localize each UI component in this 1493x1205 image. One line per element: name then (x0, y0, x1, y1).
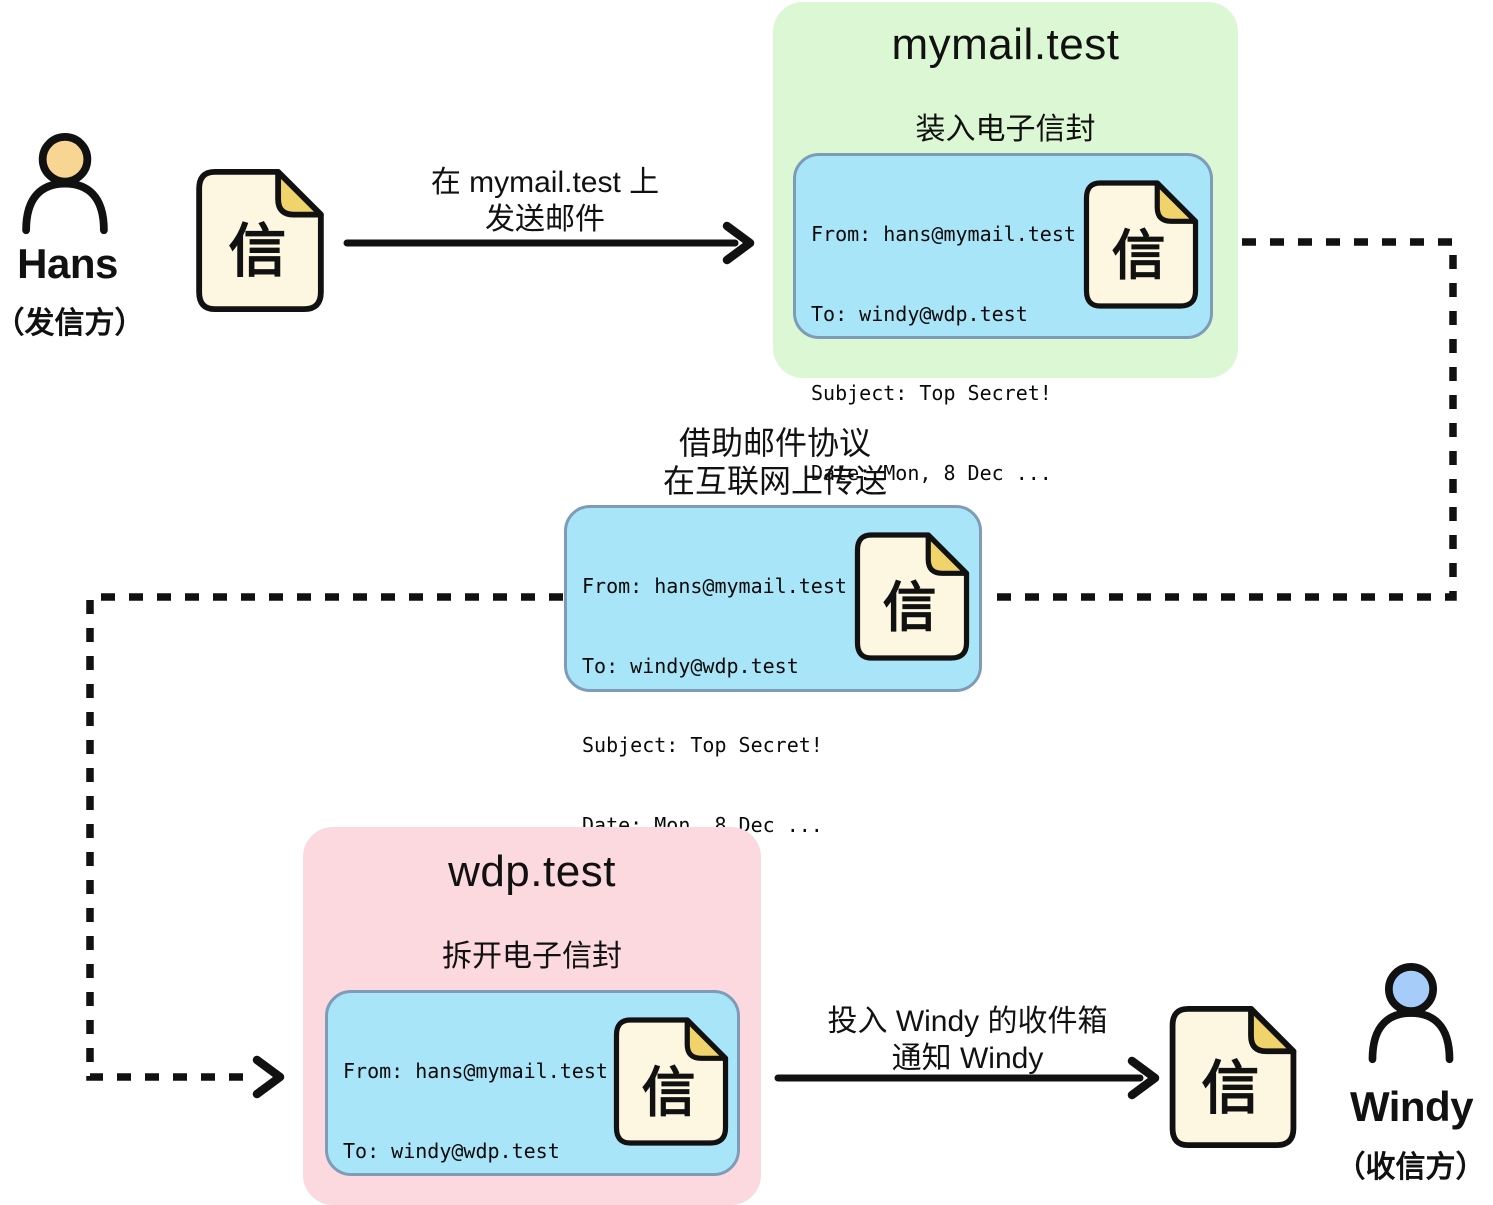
letter-fold (1248, 1005, 1297, 1055)
email-headers: From: hans@mymail.test To: windy@wdp.tes… (582, 520, 847, 891)
send-label-line1: 在 mymail.test 上 (430, 166, 660, 199)
sender-person-icon (15, 133, 115, 238)
envelope-card-receiver-server: From: hans@mymail.test To: windy@wdp.tes… (325, 990, 740, 1176)
letter-glyph: 信 (882, 577, 937, 638)
email-header-from: From: hans@mymail.test (811, 222, 1076, 246)
transfer-label-line1: 借助邮件协议 (678, 425, 871, 461)
transfer-label: 借助邮件协议 在互联网上传送 (575, 424, 975, 500)
send-label-line2: 发送邮件 (485, 203, 605, 236)
sender-role: （发信方） (0, 307, 145, 340)
envelope-card-internet: From: hans@mymail.test To: windy@wdp.tes… (564, 505, 982, 837)
letter-glyph: 信 (228, 219, 287, 285)
letter-glyph: 信 (1111, 225, 1166, 286)
person-body (22, 179, 108, 235)
transfer-label-line2: 在互联网上传送 (662, 463, 887, 499)
email-header-to: To: windy@wdp.test (343, 1138, 560, 1163)
send-arrow-label: 在 mymail.test 上 发送邮件 (350, 164, 740, 238)
person-body (1368, 1009, 1454, 1064)
sender-server-title: mymail.test (891, 20, 1120, 69)
receiver-person-icon (1362, 963, 1460, 1067)
transfer-arrow-head-icon (252, 1055, 285, 1099)
email-header-subject: Subject: Top Secret! (811, 381, 1052, 405)
email-header-date: Date: Mon, 8 Dec ... (811, 460, 1052, 485)
letter-icon-receiver: 信 (1167, 1005, 1299, 1149)
receiver-name: Windy (1349, 1083, 1474, 1130)
person-head (1385, 963, 1437, 1015)
letter-glyph: 信 (1201, 1055, 1260, 1121)
letter-fold (684, 1017, 729, 1061)
email-headers: From: hans@mymail.test To: windy@wdp.tes… (811, 168, 1076, 539)
receiver-server-title: wdp.test (448, 847, 616, 896)
email-header-to: To: windy@wdp.test (811, 301, 1028, 326)
send-arrow-head-icon (722, 221, 755, 265)
letter-icon-in-envelope: 信 (1083, 172, 1199, 317)
letter-fold (925, 532, 970, 576)
deliver-arrow-head-icon (1127, 1056, 1160, 1100)
receiver-server-box: wdp.test 拆开电子信封 From: hans@mymail.test T… (303, 827, 761, 1205)
email-header-to: To: windy@wdp.test (582, 653, 799, 678)
sender-name: Hans (17, 240, 118, 287)
sender-server-subtitle: 装入电子信封 (915, 113, 1096, 146)
envelope-card-sender-server: From: hans@mymail.test To: windy@wdp.tes… (793, 153, 1213, 485)
receiver-role: （收信方） (1335, 1151, 1486, 1184)
deliver-arrow-label: 投入 Windy 的收件箱 通知 Windy (770, 1003, 1165, 1077)
receiver-server-subtitle: 拆开电子信封 (442, 940, 622, 973)
letter-fold (275, 168, 324, 218)
deliver-label-line1: 投入 Windy 的收件箱 (827, 1005, 1108, 1038)
email-header-from: From: hans@mymail.test (582, 574, 847, 598)
deliver-label-line2: 通知 Windy (891, 1042, 1044, 1075)
email-header-from: From: hans@mymail.test (343, 1059, 608, 1083)
letter-fold (1154, 180, 1199, 224)
letter-icon-sender: 信 (195, 168, 325, 313)
sender-server-box: mymail.test 装入电子信封 From: hans@mymail.tes… (773, 2, 1238, 485)
email-headers: From: hans@mymail.test To: windy@wdp.tes… (343, 1005, 608, 1205)
letter-glyph: 信 (641, 1062, 696, 1123)
letter-icon-in-envelope: 信 (613, 1009, 729, 1154)
letter-icon-in-envelope: 信 (854, 524, 970, 669)
email-header-subject: Subject: Top Secret! (582, 733, 823, 757)
transfer-dashed-path-2 (86, 593, 563, 1081)
person-head (38, 133, 92, 186)
